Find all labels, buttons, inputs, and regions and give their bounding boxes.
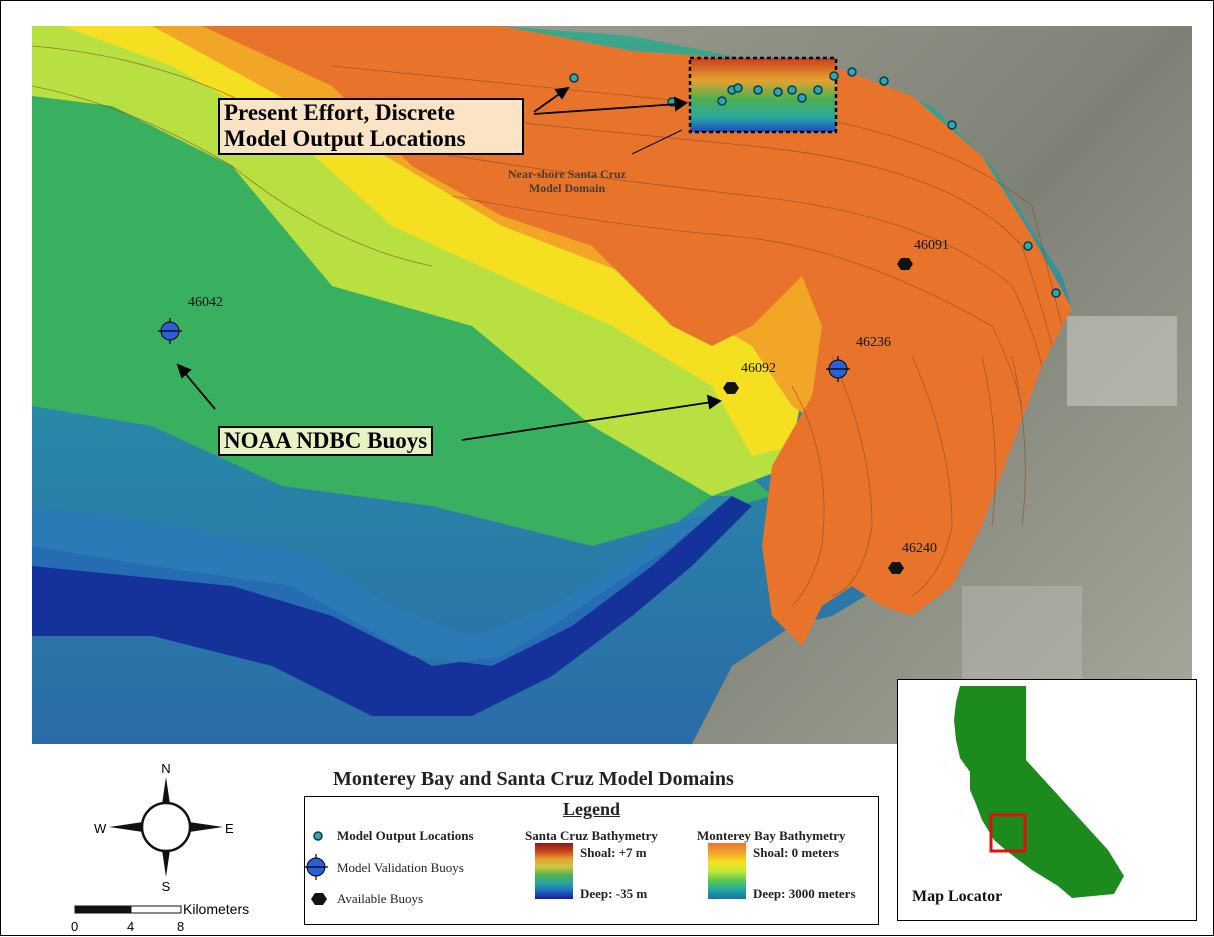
legend-mb-deep: Deep: 3000 meters <box>753 886 856 901</box>
legend-mb-shoal: Shoal: 0 meters <box>753 845 839 860</box>
bathymetry-map <box>31 26 1192 744</box>
monterey-canyon <box>32 496 752 716</box>
compass-north-label: N <box>161 761 170 776</box>
locator-highlight-box <box>989 813 1027 853</box>
legend-sc-bathymetry-title: Santa Cruz Bathymetry <box>525 828 658 843</box>
buoy-label-46092: 46092 <box>741 361 776 376</box>
legend-mb-bathymetry-title: Monterey Bay Bathymetry <box>697 828 846 843</box>
land-area <box>502 26 1192 744</box>
model-output-locations <box>569 67 1061 298</box>
output-marker <box>569 73 579 83</box>
legend-sc-deep: Deep: -35 m <box>580 886 648 901</box>
scale-tick-8: 8 <box>177 919 184 934</box>
output-marker <box>787 85 797 95</box>
output-marker <box>1023 241 1033 251</box>
santa-cruz-domain-box <box>688 56 838 134</box>
north-arrow-compass: N S W E <box>94 761 234 894</box>
buoy-label-46236: 46236 <box>856 335 891 350</box>
validation-buoy-46042 <box>158 318 182 344</box>
available-buoy-46240 <box>888 562 904 574</box>
model-output-legend-marker <box>313 831 323 841</box>
output-marker <box>1051 288 1061 298</box>
output-marker <box>773 87 783 97</box>
output-marker <box>947 120 957 130</box>
mb-bathymetry-ramp <box>708 843 746 899</box>
legend-model-output-label: Model Output Locations <box>337 828 474 843</box>
compass-west-label: W <box>94 821 107 836</box>
validation-buoy-46236 <box>826 356 850 382</box>
output-marker <box>813 85 823 95</box>
output-marker <box>733 83 743 93</box>
present-effort-callout: Present Effort, Discrete Model Output Lo… <box>218 98 524 155</box>
available-buoy-46092 <box>723 382 739 394</box>
output-marker <box>879 76 889 86</box>
buoy-label-46042: 46042 <box>188 295 223 310</box>
figure-title: Monterey Bay and Santa Cruz Model Domain… <box>333 768 734 790</box>
legend-available-label: Available Buoys <box>337 891 424 906</box>
output-marker <box>717 96 727 106</box>
output-marker <box>847 67 857 77</box>
output-marker <box>829 71 839 81</box>
legend-sc-shoal: Shoal: +7 m <box>580 845 647 860</box>
continental-shelf <box>202 26 1072 646</box>
available-buoy-legend-marker <box>311 893 327 905</box>
slope-yellow <box>62 26 812 456</box>
compass-east-label: E <box>225 821 234 836</box>
scale-bar: Kilometers 0 4 8 <box>71 901 249 934</box>
santa-cruz-domain-label: Near-shore Santa Cruz Model Domain <box>508 167 626 196</box>
scale-unit-label: Kilometers <box>183 901 249 917</box>
legend-box: Legend Model Output Locations Model Vali… <box>304 796 879 925</box>
scale-tick-0: 0 <box>71 919 78 934</box>
map-locator-label: Map Locator <box>912 888 1003 905</box>
buoy-label-46091: 46091 <box>914 238 949 253</box>
legend-validation-label: Model Validation Buoys <box>337 860 464 875</box>
validation-buoy-legend-marker <box>304 854 328 880</box>
california-outline <box>954 686 1124 898</box>
compass-south-label: S <box>162 879 171 894</box>
sc-bathymetry-ramp <box>535 843 573 899</box>
output-marker <box>753 85 763 95</box>
buoy-label-46240: 46240 <box>902 541 937 556</box>
callout-arrows <box>176 86 722 441</box>
urban-patch <box>1067 316 1177 406</box>
available-buoy-46091 <box>897 258 913 270</box>
santa-cruz-domain-fill <box>690 58 836 132</box>
map-locator-inset: Map Locator <box>897 679 1197 921</box>
scale-tick-4: 4 <box>127 919 134 934</box>
legend-heading: Legend <box>562 799 620 819</box>
noaa-buoys-callout: NOAA NDBC Buoys <box>218 426 434 457</box>
canyon-edge <box>32 496 732 666</box>
output-marker <box>797 93 807 103</box>
urban-patch <box>962 586 1082 686</box>
